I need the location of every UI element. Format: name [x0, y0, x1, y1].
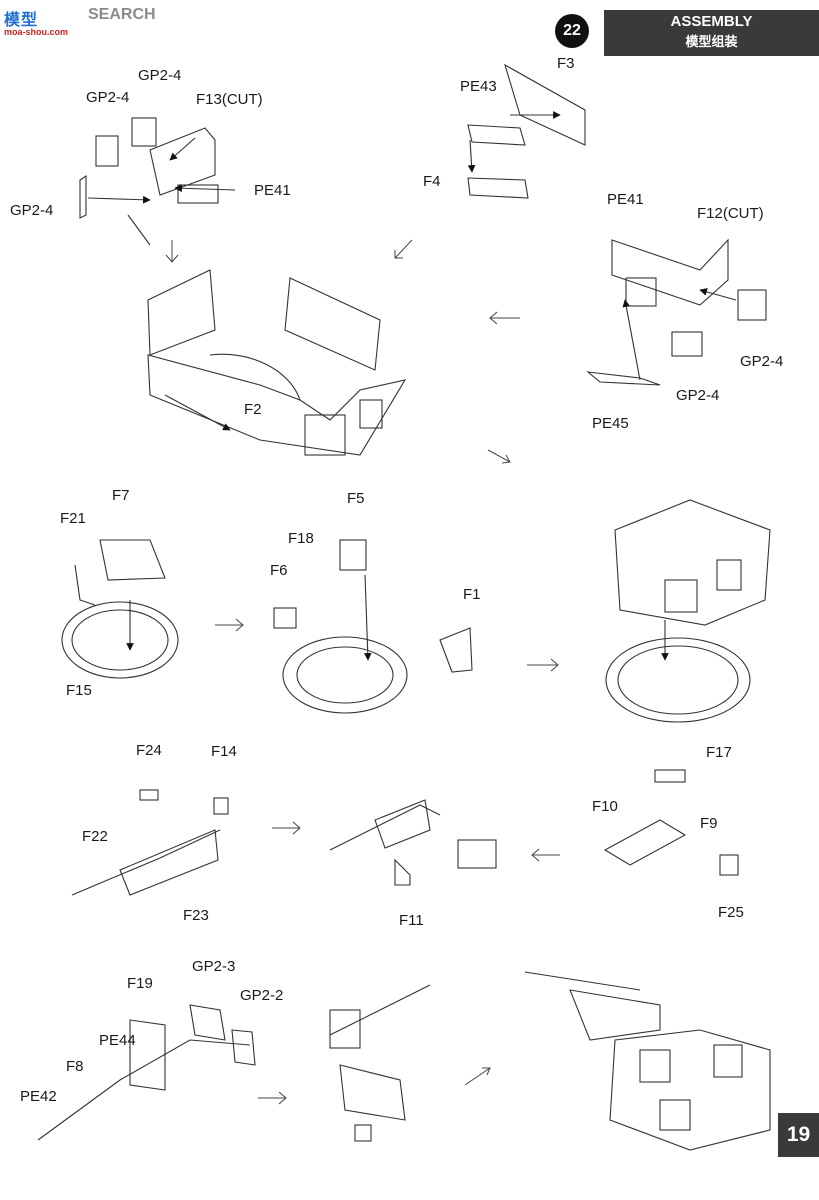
- label-f14: F14: [211, 743, 237, 760]
- label-gp2-4-b: GP2-4: [86, 89, 130, 106]
- label-gp2-3: GP2-3: [192, 958, 236, 975]
- assembly-banner: ASSEMBLY 模型组装: [604, 10, 819, 56]
- banner-title-en: ASSEMBLY: [670, 13, 753, 30]
- label-pe44: PE44: [99, 1032, 136, 1049]
- label-gp2-4-c: GP2-4: [10, 202, 54, 219]
- machine-gun-assembled-mid: [329, 799, 497, 886]
- label-f4: F4: [423, 173, 441, 190]
- label-f3: F3: [557, 55, 575, 72]
- label-f12-cut: F12(CUT): [697, 205, 764, 222]
- turret-assembled-mid: [605, 499, 771, 723]
- gun-on-mount-bottom-mid: [329, 984, 431, 1142]
- banner-title-zh: 模型组装: [685, 35, 738, 50]
- label-f11: F11: [399, 912, 424, 929]
- label-f18: F18: [288, 530, 314, 547]
- label-pe45: PE45: [592, 415, 629, 432]
- ring-base-left: [61, 539, 179, 679]
- label-f25: F25: [718, 904, 744, 921]
- gun-mount-right: [603, 769, 739, 876]
- label-f13-cut: F13(CUT): [196, 91, 263, 108]
- ring-base-center: [273, 539, 473, 714]
- label-f22: F22: [82, 828, 108, 845]
- label-gp2-2: GP2-2: [240, 987, 284, 1004]
- side-shield-right: [586, 238, 767, 386]
- machine-gun-parts-left: [71, 789, 229, 896]
- label-f7: F7: [112, 487, 130, 504]
- label-f8: F8: [66, 1058, 84, 1075]
- label-f6: F6: [270, 562, 288, 579]
- label-f1: F1: [463, 586, 481, 603]
- watermark-logo: 模型: [4, 10, 39, 29]
- shield-assembly-bottom-left: [37, 1004, 256, 1141]
- label-f9: F9: [700, 815, 718, 832]
- label-f21: F21: [60, 510, 86, 527]
- final-turret-bottom-right: [524, 971, 771, 1151]
- label-gp2-4-e: GP2-4: [676, 387, 720, 404]
- shield-parts-top-right: [467, 63, 586, 199]
- shield-parts-left: [79, 117, 236, 246]
- label-gp2-4-a: GP2-4: [138, 67, 182, 84]
- label-f24: F24: [136, 742, 162, 759]
- step-number-badge: 22: [555, 14, 589, 48]
- label-pe41-b: PE41: [607, 191, 644, 208]
- label-gp2-4-d: GP2-4: [740, 353, 784, 370]
- label-pe41-a: PE41: [254, 182, 291, 199]
- watermark-url: moa-shou.com: [4, 27, 69, 37]
- label-f17: F17: [706, 744, 732, 761]
- page-number: 19: [778, 1113, 819, 1157]
- label-f23: F23: [183, 907, 209, 924]
- turret-hull-main: [147, 269, 407, 456]
- label-f2: F2: [244, 401, 262, 418]
- watermark-search-text: SEARCH: [88, 6, 156, 23]
- label-f19: F19: [127, 975, 153, 992]
- label-pe42: PE42: [20, 1088, 57, 1105]
- label-pe43: PE43: [460, 78, 497, 95]
- label-f5: F5: [347, 490, 365, 507]
- label-f15: F15: [66, 682, 92, 699]
- label-f10: F10: [592, 798, 618, 815]
